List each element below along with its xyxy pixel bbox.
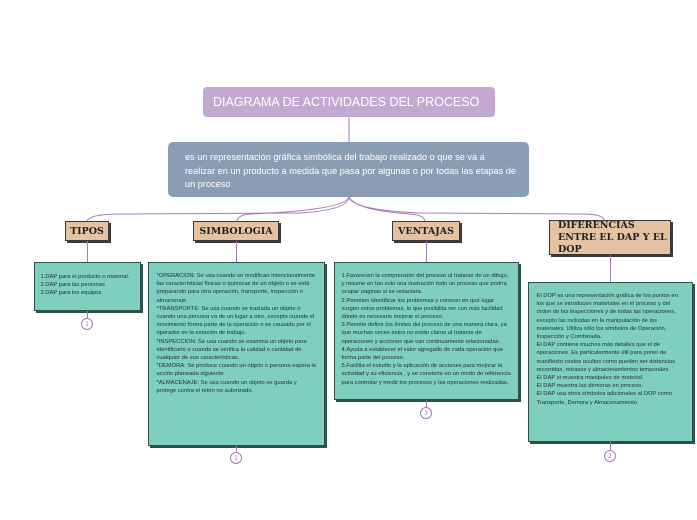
header-tipos[interactable]: TIPOS <box>65 221 109 241</box>
badge-count: 2 <box>608 452 612 460</box>
badge-count: 1 <box>85 320 89 328</box>
description-node[interactable]: es un representación gráfica simbólica d… <box>168 142 529 197</box>
connector <box>86 241 88 262</box>
header-label: TIPOS <box>70 225 104 237</box>
header-label: VENTAJAS <box>398 225 454 237</box>
branch-tipos: TIPOS 1.DAP para el producto o material.… <box>33 221 141 330</box>
connector <box>235 446 237 452</box>
collapse-badge-diferencias[interactable]: 2 <box>604 450 616 462</box>
branch-simbologia: SIMBOLOGIA *OPERACION: Se usa cuando se … <box>147 221 325 464</box>
collapse-badge-simbologia[interactable]: 1 <box>230 452 242 464</box>
collapse-badge-ventajas[interactable]: 3 <box>420 407 432 419</box>
header-simbologia[interactable]: SIMBOLOGIA <box>193 221 279 241</box>
collapse-badge-tipos[interactable]: 1 <box>81 318 93 330</box>
header-ventajas[interactable]: VENTAJAS <box>392 221 460 241</box>
box-tipos[interactable]: 1.DAP para el producto o material. 2.DAP… <box>33 262 141 311</box>
branch-diferencias: DIFERENCIAS ENTRE EL DAP Y EL DOP El DOP… <box>527 220 693 462</box>
box-diferencias[interactable]: El DOP es una representación gráfica de … <box>527 282 693 442</box>
connector <box>425 400 427 407</box>
badge-count: 1 <box>234 454 238 462</box>
branch-ventajas: VENTAJAS 1.Favorecen la comprensión del … <box>333 221 519 419</box>
connector <box>86 311 88 318</box>
connector <box>609 442 611 450</box>
central-topic-title[interactable]: DIAGRAMA DE ACTIVIDADES DEL PROCESO <box>203 87 495 117</box>
box-simbologia[interactable]: *OPERACION: Se usa cuando se modifican i… <box>147 262 325 446</box>
connector <box>235 241 237 262</box>
header-label: SIMBOLOGIA <box>199 225 273 237</box>
badge-count: 3 <box>424 409 428 417</box>
connector <box>609 255 611 282</box>
header-label: DIFERENCIAS ENTRE EL DAP Y EL DOP <box>558 219 667 255</box>
header-diferencias[interactable]: DIFERENCIAS ENTRE EL DAP Y EL DOP <box>549 220 671 255</box>
connector <box>425 241 427 262</box>
box-ventajas[interactable]: 1.Favorecen la comprensión del proceso a… <box>333 262 519 400</box>
